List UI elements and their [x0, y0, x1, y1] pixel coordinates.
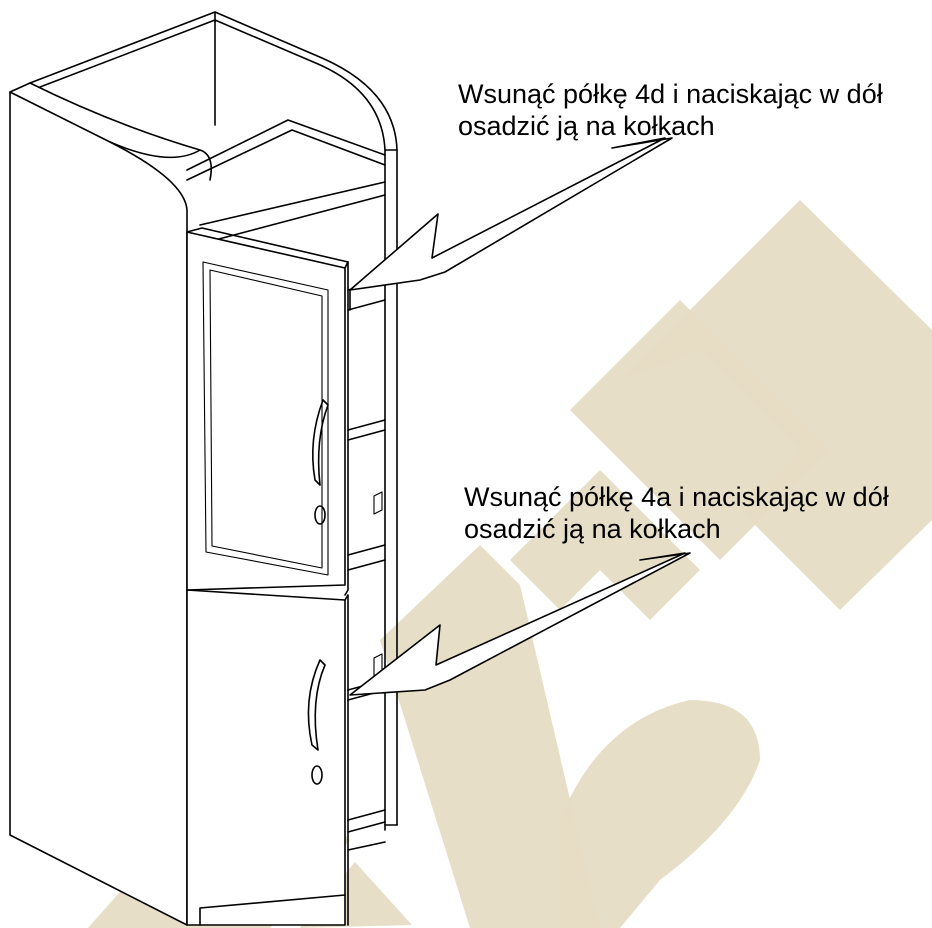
- cabinet: [9, 11, 398, 926]
- upper-door-handle: [311, 399, 329, 486]
- annotation-top-line1: Wsunąć półkę 4d i naciskając w dół: [458, 79, 883, 109]
- glass-pane: [202, 261, 329, 576]
- upper-door-lock: [314, 505, 326, 525]
- annotation-bottom-line2: osadzić ją na kołkach: [464, 514, 721, 544]
- lower-door-lock: [311, 765, 323, 785]
- shelf-peg: [373, 491, 383, 515]
- left-side-panel: [9, 91, 188, 926]
- annotation-bottom-line1: Wsunąć półkę 4a i naciskając w dół: [464, 482, 889, 512]
- lower-door-handle: [307, 659, 326, 751]
- top-rim: [29, 11, 398, 826]
- middle-shelf: [347, 419, 386, 431]
- lower-door: [186, 589, 346, 926]
- plinth: [199, 894, 346, 926]
- arrow-top: [349, 137, 673, 291]
- upper-shelf: [186, 119, 386, 171]
- upper-door: [186, 231, 346, 591]
- arrow-bottom: [349, 552, 691, 696]
- annotation-top-line2: osadzić ją na kołkach: [458, 111, 715, 141]
